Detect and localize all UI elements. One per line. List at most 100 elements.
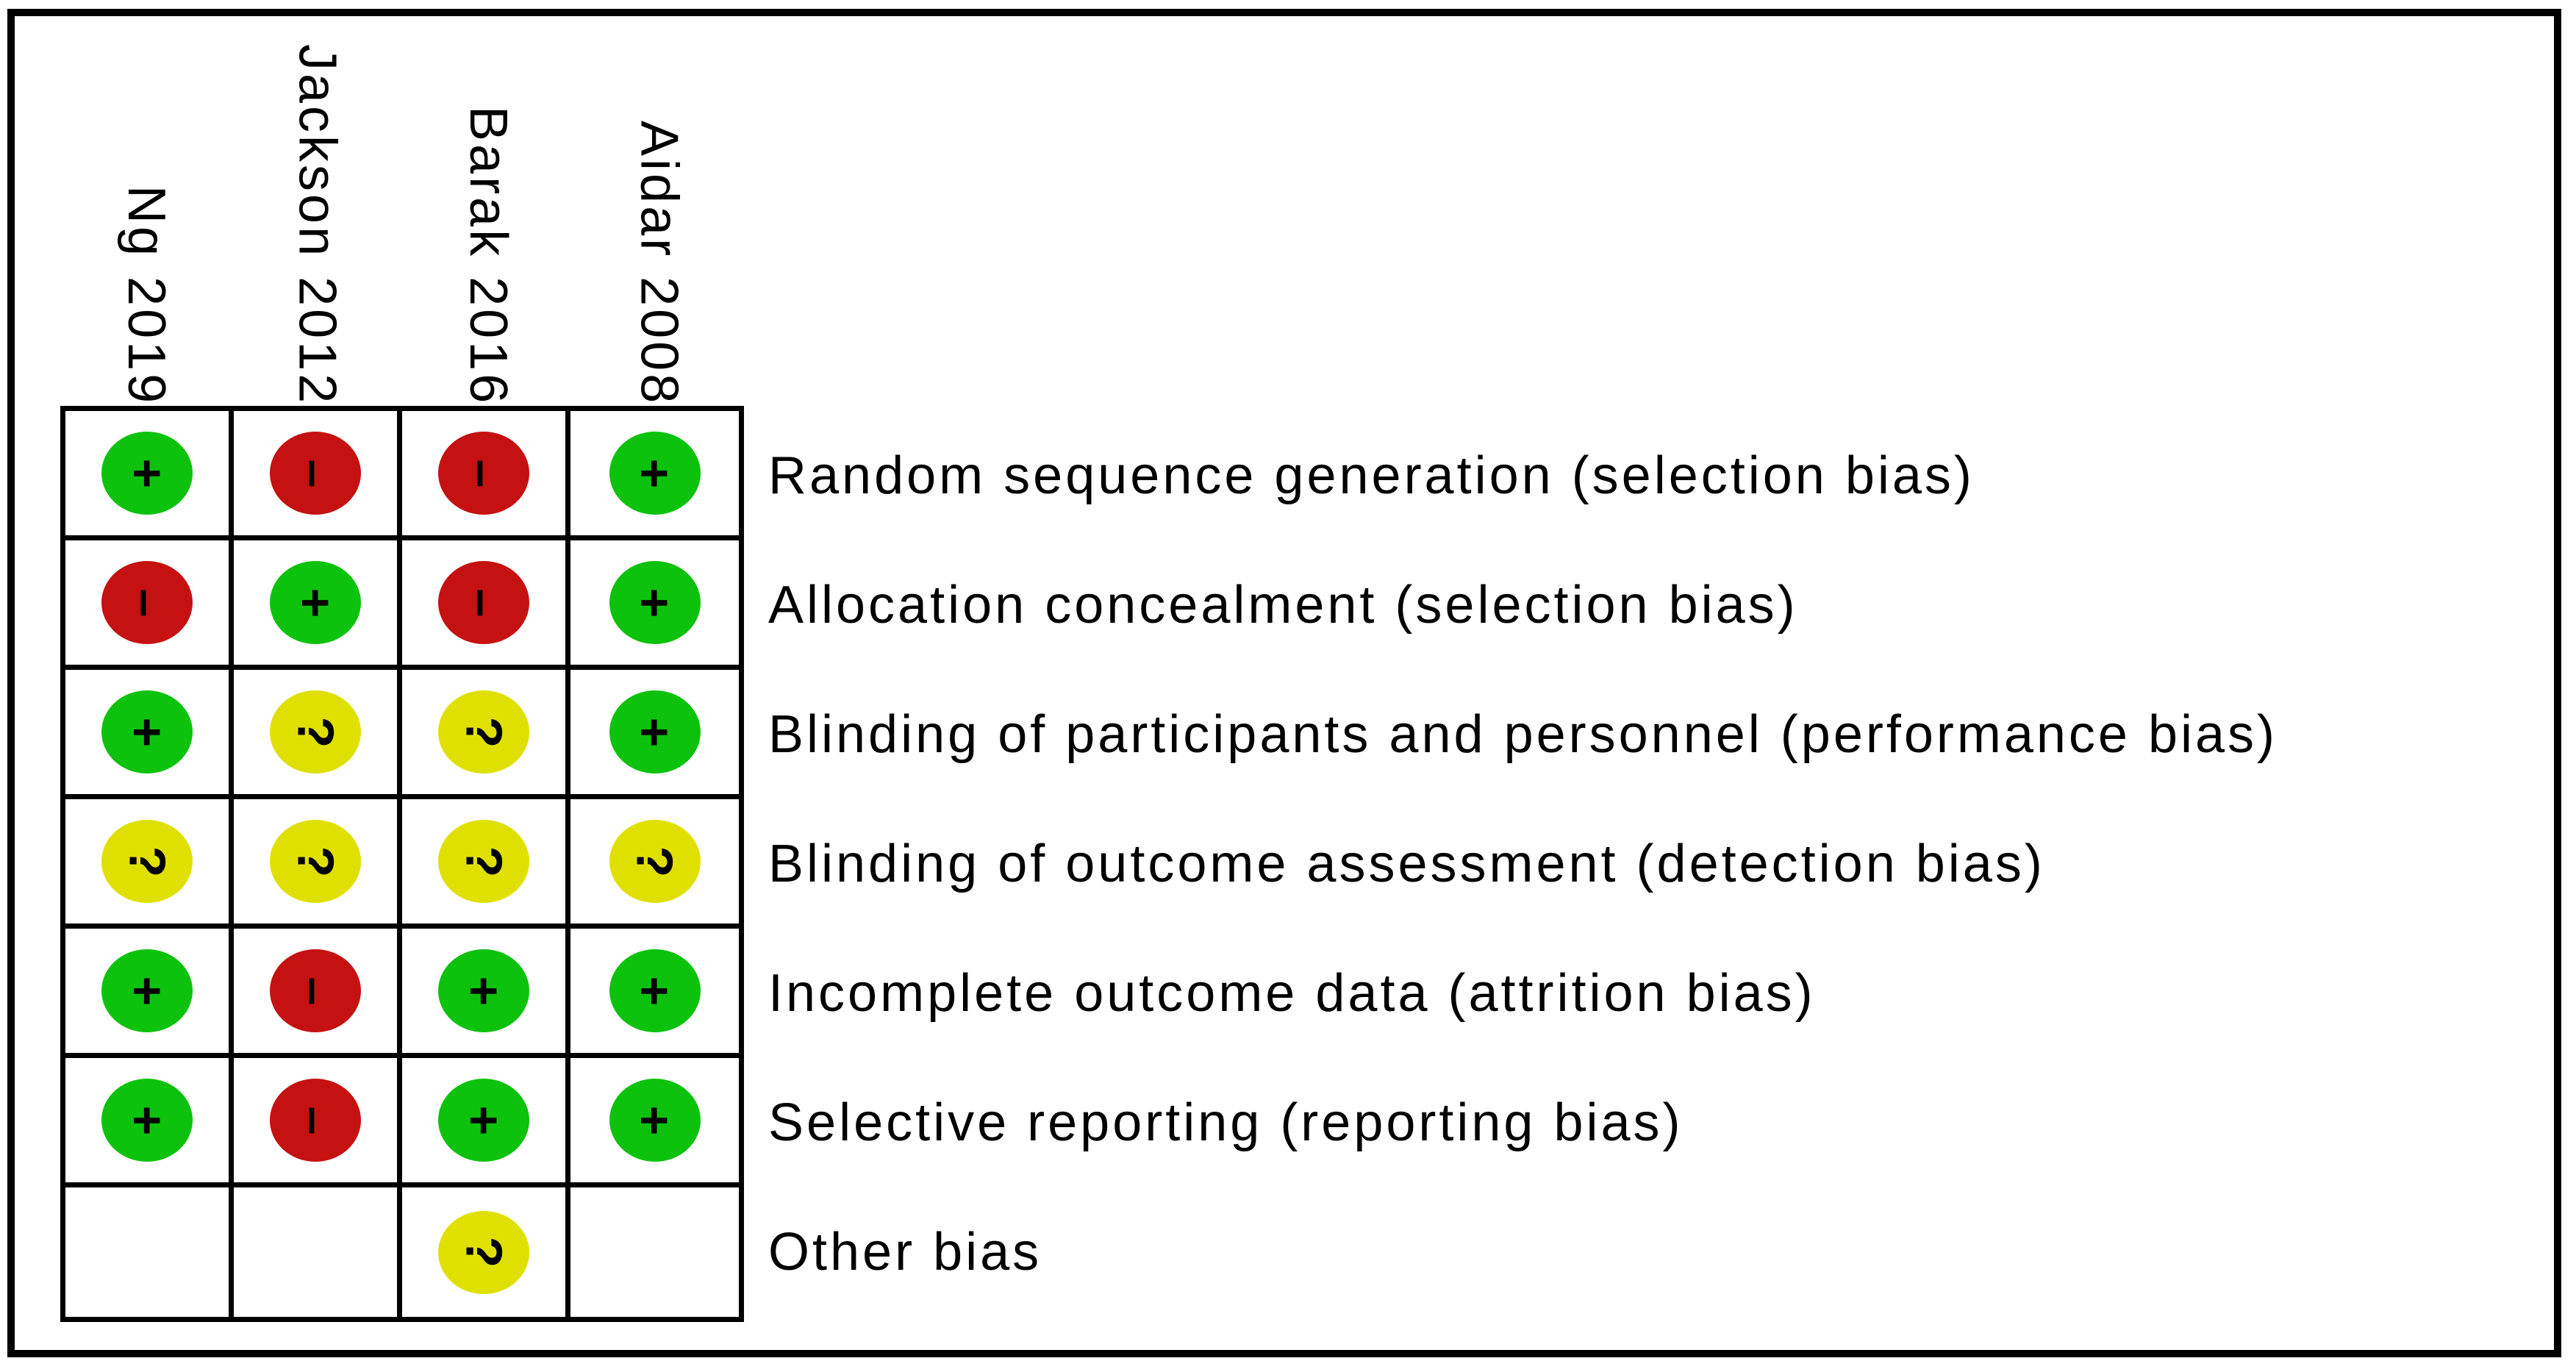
bias-domain-row: Blinding of outcome assessment (detectio… <box>768 799 2278 929</box>
rob-cell: ? <box>570 799 739 929</box>
judgement-symbol: + <box>118 458 176 488</box>
bias-domain-row: Allocation concealment (selection bias) <box>768 540 2278 670</box>
judgement-symbol: ? <box>454 1236 512 1268</box>
judgement-unclear-risk-circle: ? <box>438 690 529 773</box>
judgement-low-risk-circle: + <box>609 949 701 1032</box>
judgement-symbol: ? <box>454 846 512 877</box>
judgement-symbol: + <box>454 976 512 1006</box>
judgement-symbol: – <box>455 459 512 487</box>
bias-domain-label: Other bias <box>768 1223 1042 1282</box>
bias-domain-label: Allocation concealment (selection bias) <box>768 576 1798 635</box>
bias-domain-row: Random sequence generation (selection bi… <box>768 411 2278 540</box>
judgement-symbol: – <box>287 459 344 487</box>
rob-cell <box>570 1187 739 1317</box>
rob-cell: – <box>402 540 570 670</box>
judgement-unclear-risk-circle: ? <box>609 820 701 903</box>
bias-domain-row: Blinding of participants and personnel (… <box>768 670 2278 799</box>
judgement-low-risk-circle: + <box>609 690 701 773</box>
judgement-high-risk-circle: – <box>438 561 529 644</box>
study-header: Jackson 2012 <box>232 22 403 406</box>
rob-cell: + <box>570 411 739 540</box>
judgement-low-risk-circle: + <box>270 561 361 644</box>
judgement-symbol: – <box>118 588 176 617</box>
rob-cell: – <box>65 540 234 670</box>
judgement-low-risk-circle: + <box>609 561 701 644</box>
rob-cell: ? <box>402 799 570 929</box>
figure-border <box>7 9 2561 1357</box>
rob-cell: ? <box>402 670 570 799</box>
judgement-symbol: + <box>626 587 684 618</box>
judgement-symbol: – <box>287 976 344 1005</box>
rob-cell: + <box>570 540 739 670</box>
rob-cell: + <box>234 540 402 670</box>
judgement-symbol: ? <box>626 846 684 877</box>
judgement-low-risk-circle: + <box>438 1079 529 1162</box>
study-name: Jackson 2012 <box>287 43 347 406</box>
judgement-high-risk-circle: – <box>270 949 361 1032</box>
rob-cell: + <box>65 411 234 540</box>
judgement-symbol: + <box>286 587 344 618</box>
bias-domain-row: Incomplete outcome data (attrition bias) <box>768 929 2278 1058</box>
bias-domain-labels: Random sequence generation (selection bi… <box>768 411 2278 1317</box>
study-name: Ng 2019 <box>117 185 176 406</box>
rob-cell: ? <box>234 670 402 799</box>
judgement-symbol: + <box>626 458 684 488</box>
rob-cell: ? <box>65 799 234 929</box>
rob-cell: – <box>234 411 402 540</box>
judgement-low-risk-circle: + <box>101 949 193 1032</box>
judgement-low-risk-circle: + <box>609 1079 701 1162</box>
judgement-symbol: ? <box>286 846 344 877</box>
judgement-unclear-risk-circle: ? <box>438 1210 529 1294</box>
judgement-high-risk-circle: – <box>270 1079 361 1162</box>
judgement-high-risk-circle: – <box>101 561 193 644</box>
judgement-symbol: + <box>626 1105 684 1135</box>
rob-cell: + <box>570 929 739 1058</box>
judgement-symbol: + <box>626 976 684 1006</box>
judgement-low-risk-circle: + <box>101 1079 193 1162</box>
rob-cell: – <box>234 1058 402 1187</box>
bias-domain-label: Blinding of outcome assessment (detectio… <box>768 835 2045 893</box>
judgement-high-risk-circle: – <box>270 432 361 515</box>
rob-cell: + <box>65 670 234 799</box>
bias-domain-label: Blinding of participants and personnel (… <box>768 705 2278 764</box>
study-name: Aidar 2008 <box>629 120 689 406</box>
bias-domain-row: Other bias <box>768 1187 2278 1317</box>
study-name: Barak 2016 <box>459 105 518 406</box>
judgement-unclear-risk-circle: ? <box>270 690 361 773</box>
bias-domain-label: Incomplete outcome data (attrition bias) <box>768 964 1816 1023</box>
bias-domain-label: Random sequence generation (selection bi… <box>768 446 1975 505</box>
study-column-headers: Ng 2019 Jackson 2012 Barak 2016 Aidar 2008 <box>60 22 744 406</box>
study-header: Aidar 2008 <box>573 22 745 406</box>
judgement-low-risk-circle: + <box>438 949 529 1032</box>
judgement-unclear-risk-circle: ? <box>438 820 529 903</box>
rob-cell <box>234 1187 402 1317</box>
study-header: Barak 2016 <box>402 22 573 406</box>
judgement-low-risk-circle: + <box>609 432 701 515</box>
rob-cell: ? <box>234 799 402 929</box>
rob-cell: – <box>234 929 402 1058</box>
judgement-symbol: ? <box>286 716 344 748</box>
judgement-unclear-risk-circle: ? <box>270 820 361 903</box>
bias-domain-row: Selective reporting (reporting bias) <box>768 1058 2278 1187</box>
judgement-symbol: – <box>287 1106 344 1135</box>
rob-cell: + <box>570 1058 739 1187</box>
judgement-symbol: + <box>454 1105 512 1135</box>
rob-cell: ? <box>402 1187 570 1317</box>
rob-cell: + <box>402 1058 570 1187</box>
bias-domain-label: Selective reporting (reporting bias) <box>768 1093 1684 1152</box>
judgement-symbol: + <box>118 976 176 1006</box>
rob-cell: + <box>65 929 234 1058</box>
rob-cell <box>65 1187 234 1317</box>
judgement-high-risk-circle: – <box>438 432 529 515</box>
judgement-symbol: + <box>118 1105 176 1135</box>
judgement-symbol: ? <box>454 716 512 748</box>
judgement-low-risk-circle: + <box>101 432 193 515</box>
rob-cell: + <box>570 670 739 799</box>
judgement-symbol: ? <box>118 846 176 877</box>
study-header: Ng 2019 <box>60 22 232 406</box>
judgement-unclear-risk-circle: ? <box>101 820 193 903</box>
rob-cell: – <box>402 411 570 540</box>
rob-cell: + <box>402 929 570 1058</box>
judgement-symbol: + <box>626 717 684 747</box>
judgement-symbol: – <box>455 588 512 617</box>
